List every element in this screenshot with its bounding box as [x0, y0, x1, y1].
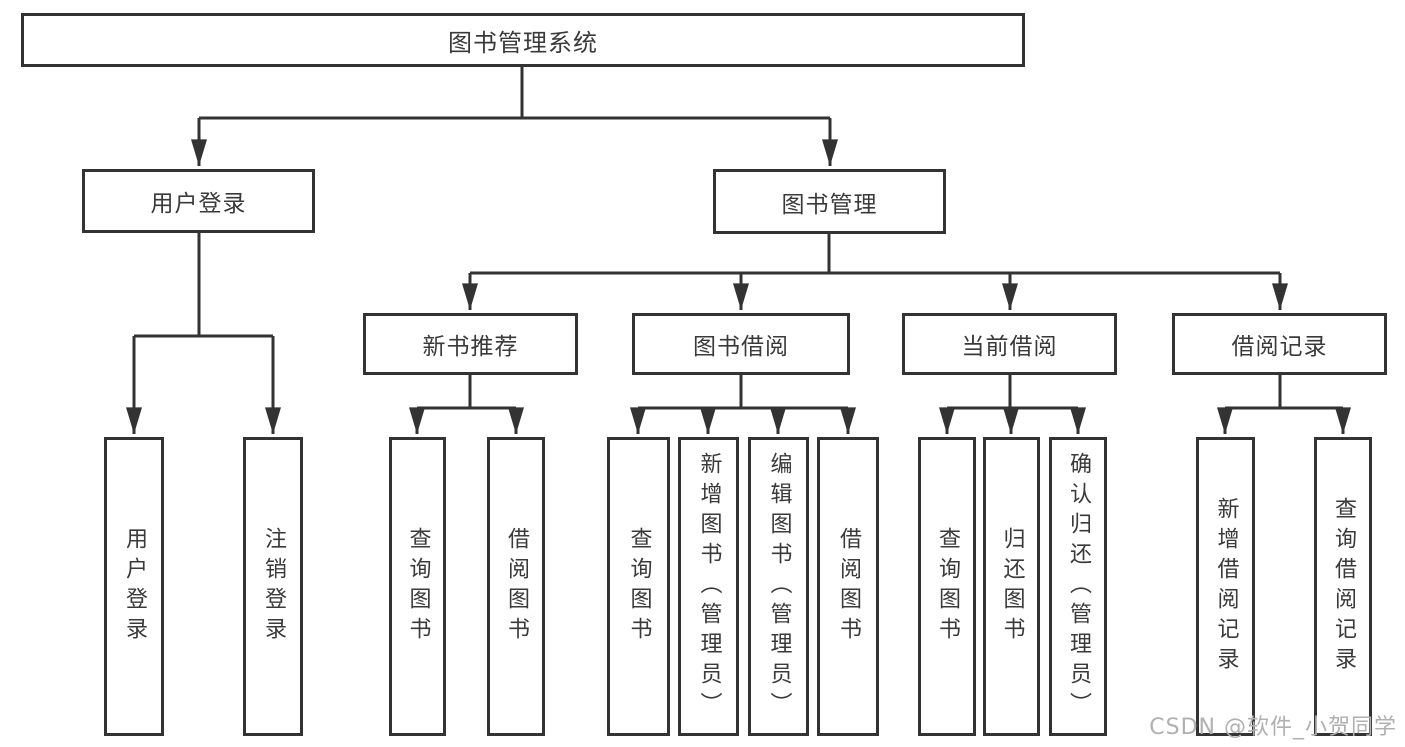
leaf-confirm-return-admin: 确认归还（管理员）	[1049, 437, 1107, 736]
node-label: 图书借阅	[693, 334, 789, 360]
node-user-login: 用户登录	[82, 169, 315, 233]
node-label: 当前借阅	[961, 334, 1058, 360]
node-book-management: 图书管理	[713, 169, 946, 234]
leaf-query-books-current: 查询图书	[918, 437, 976, 736]
node-label: 查询借阅记录	[1331, 496, 1356, 677]
node-label: 确认归还（管理员）	[1066, 451, 1091, 722]
node-label: 新增借阅记录	[1213, 496, 1239, 677]
node-label: 查询图书	[405, 526, 431, 647]
node-label: 图书管理	[781, 191, 878, 218]
leaf-user-login: 用户登录	[104, 437, 164, 736]
node-label: 注销登录	[261, 526, 286, 647]
node-label: 用户登录	[122, 526, 147, 647]
node-label: 借阅图书	[504, 526, 529, 647]
node-borrowing-records: 借阅记录	[1172, 313, 1387, 375]
node-book-borrowing: 图书借阅	[632, 313, 850, 375]
node-label: 查询图书	[626, 526, 652, 647]
leaf-borrow-books-recommend: 借阅图书	[487, 437, 545, 736]
leaf-add-borrow-record: 新增借阅记录	[1196, 437, 1255, 736]
leaf-logout: 注销登录	[243, 437, 303, 736]
watermark-text: CSDN @软件_小贺同学	[1149, 715, 1397, 740]
node-label: 归还图书	[999, 526, 1025, 647]
leaf-return-books: 归还图书	[983, 437, 1040, 736]
node-label: 图书管理系统	[448, 28, 598, 57]
node-library-management-system: 图书管理系统	[21, 13, 1025, 67]
node-label: 借阅图书	[836, 526, 861, 647]
node-label: 用户登录	[150, 191, 247, 217]
leaf-query-borrow-record: 查询借阅记录	[1314, 437, 1372, 736]
leaf-borrow-books: 借阅图书	[817, 437, 879, 736]
node-new-book-recommendation: 新书推荐	[363, 313, 578, 375]
node-label: 编辑图书（管理员）	[766, 451, 792, 722]
node-label: 查询图书	[935, 526, 960, 647]
node-label: 借阅记录	[1231, 334, 1328, 360]
node-current-borrowing: 当前借阅	[902, 313, 1117, 375]
leaf-query-books-borrowing: 查询图书	[607, 437, 670, 736]
leaf-add-books-admin: 新增图书（管理员）	[678, 437, 739, 736]
leaf-query-books-recommend: 查询图书	[389, 437, 446, 736]
node-label: 新增图书（管理员）	[696, 451, 722, 722]
leaf-edit-books-admin: 编辑图书（管理员）	[748, 437, 809, 736]
node-label: 新书推荐	[422, 334, 519, 360]
